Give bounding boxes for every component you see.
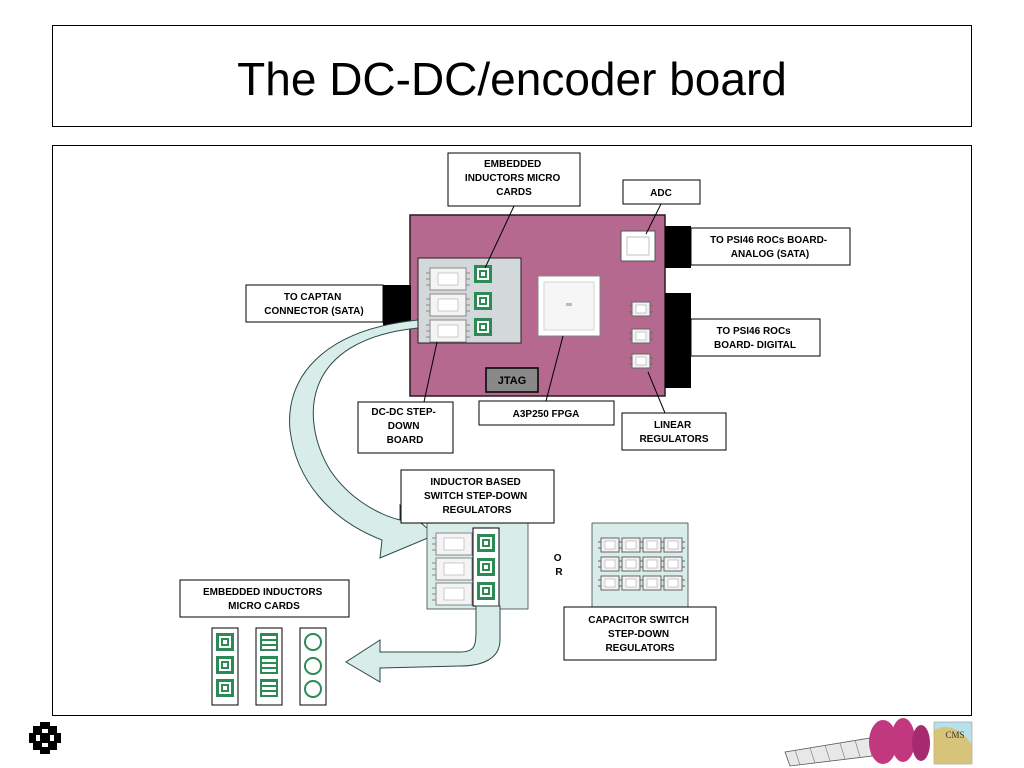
curved-arrow-dcdc bbox=[289, 319, 436, 559]
inductor-icon-1 bbox=[474, 265, 492, 283]
micro-card-bar-icon-1 bbox=[260, 633, 278, 651]
analog-sata-connector bbox=[665, 226, 691, 268]
page-title: The DC-DC/encoder board bbox=[237, 53, 787, 105]
embedded-cards-top-label: EMBEDDED INDUCTORS MICRO CARDS bbox=[465, 159, 563, 198]
micro-card-square-icon-2 bbox=[216, 656, 234, 674]
inductor-panel-icon-2 bbox=[477, 558, 495, 576]
diagram-frame bbox=[52, 145, 972, 716]
embedded-cards-top-box bbox=[447, 152, 581, 207]
linear-regulators-label: LINEAR REGULATORS bbox=[639, 420, 708, 445]
inductor-panel-chip-2 bbox=[431, 557, 477, 581]
micro-card-round bbox=[299, 627, 327, 706]
round-inductor-icon-1 bbox=[304, 633, 322, 651]
title-box: The DC-DC/encoder board bbox=[52, 25, 972, 127]
inductor-panel-chip-1 bbox=[431, 532, 477, 556]
leader-fpga bbox=[545, 335, 564, 402]
digital-connector bbox=[665, 293, 691, 388]
inductor-panel-icon-3 bbox=[477, 582, 495, 600]
micro-card-bar-icon-3 bbox=[260, 679, 278, 697]
captan-label: TO CAPTAN CONNECTOR (SATA) bbox=[264, 292, 363, 317]
linear-regulator-2 bbox=[628, 328, 654, 344]
embedded-cards-bottom-label: EMBEDDED INDUCTORS MICRO CARDS bbox=[203, 587, 325, 612]
fpga-label: A3P250 FPGA bbox=[513, 409, 580, 420]
psi46-analog-label: TO PSI46 ROCs BOARD- ANALOG (SATA) bbox=[710, 235, 830, 260]
round-inductor-icon-3 bbox=[304, 680, 322, 698]
dcdc-board-box bbox=[357, 401, 454, 454]
round-inductor-icon-2 bbox=[304, 657, 322, 675]
psi46-digital-box bbox=[690, 318, 821, 357]
dcdc-board-label: DC-DC STEP- DOWN BOARD bbox=[371, 407, 438, 446]
inductor-panel-chip-3 bbox=[431, 582, 477, 606]
dcdc-chip-1 bbox=[425, 267, 471, 291]
jtag-connector bbox=[485, 367, 539, 393]
micro-card-square-icon-1 bbox=[216, 633, 234, 651]
fermilab-logo-icon bbox=[29, 722, 61, 754]
capacitor-regulators-label: CAPACITOR SWITCH STEP-DOWN REGULATORS bbox=[588, 615, 692, 654]
dcdc-chip-3 bbox=[425, 319, 471, 343]
inductor-icon-3 bbox=[474, 318, 492, 336]
inductor-icon-2 bbox=[474, 292, 492, 310]
or-label: O R bbox=[554, 553, 565, 578]
svg-text:CMS: CMS bbox=[945, 730, 964, 740]
captan-box bbox=[245, 284, 384, 323]
psi46-analog-box bbox=[690, 227, 851, 266]
inductor-regulators-label: INDUCTOR BASED SWITCH STEP-DOWN REGULATO… bbox=[424, 477, 530, 516]
captan-sata-connector bbox=[383, 285, 411, 325]
inductor-panel-icon-1 bbox=[477, 534, 495, 552]
adc-box bbox=[622, 179, 701, 205]
micro-card-square-icon-3 bbox=[216, 679, 234, 697]
psi46-digital-label: TO PSI46 ROCs BOARD- DIGITAL bbox=[714, 326, 796, 351]
dcdc-chip-2 bbox=[425, 293, 471, 317]
linear-regulator-1 bbox=[628, 301, 654, 317]
arrow-to-micro-cards bbox=[345, 605, 501, 683]
jtag-label: JTAG bbox=[498, 375, 527, 387]
cms-detector-icon: CMS bbox=[784, 718, 973, 767]
leader-linear bbox=[647, 371, 666, 414]
leader-embedded-top bbox=[484, 205, 515, 269]
leader-dcdc bbox=[423, 341, 438, 403]
embedded-cards-bottom-box bbox=[179, 579, 350, 618]
fpga-box bbox=[478, 400, 615, 426]
inductor-regulators-box bbox=[400, 469, 555, 524]
linear-regulators-box bbox=[621, 412, 727, 451]
adc-label: ADC bbox=[650, 188, 672, 199]
leader-adc bbox=[645, 203, 662, 235]
linear-regulator-3 bbox=[628, 353, 654, 369]
micro-card-bar-icon-2 bbox=[260, 656, 278, 674]
capacitor-regulators-box bbox=[563, 606, 717, 661]
